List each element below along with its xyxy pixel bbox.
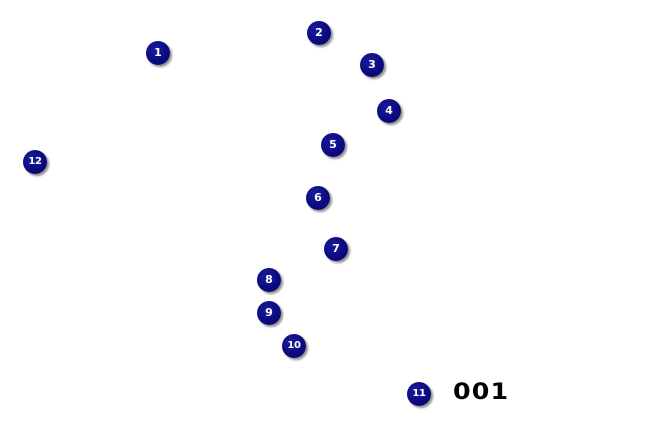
dot-8[interactable]: 8: [257, 268, 281, 292]
dot-12[interactable]: 12: [23, 150, 47, 174]
dot-3[interactable]: 3: [360, 53, 384, 77]
score-counter: 001: [453, 380, 510, 405]
dot-11[interactable]: 11: [407, 382, 431, 406]
dot-1[interactable]: 1: [146, 41, 170, 65]
dot-5[interactable]: 5: [321, 133, 345, 157]
dot-4[interactable]: 4: [377, 99, 401, 123]
dot-6[interactable]: 6: [306, 186, 330, 210]
dot-2[interactable]: 2: [307, 21, 331, 45]
dot-7[interactable]: 7: [324, 237, 348, 261]
dot-10[interactable]: 10: [282, 334, 306, 358]
dot-9[interactable]: 9: [257, 301, 281, 325]
